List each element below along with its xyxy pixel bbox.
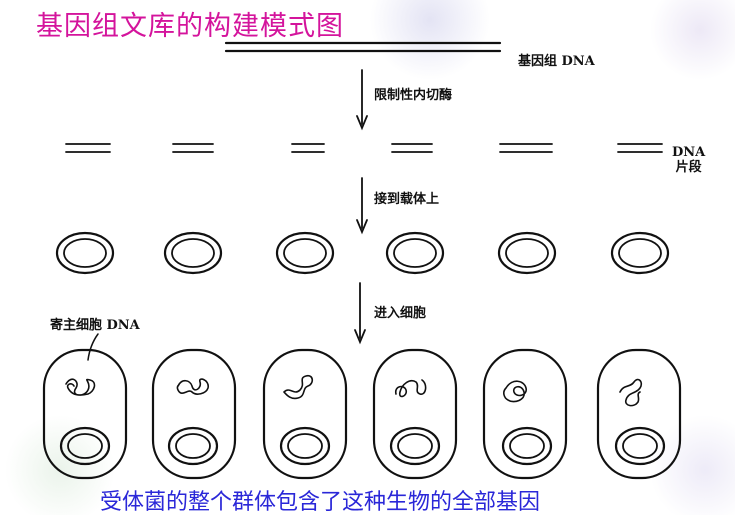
dna-fragment-label: DNA 片段: [672, 145, 705, 175]
page-title: 基因组文库的构建模式图: [36, 11, 344, 42]
dna-fragment: [617, 143, 663, 153]
attach-to-vector-label: 接到载体上: [374, 192, 440, 207]
arrow-enter-cell: [354, 282, 366, 345]
host-cell: [596, 348, 682, 480]
dna-fragment: [172, 143, 214, 153]
arrow-restriction: [356, 69, 368, 131]
vector-ring: [275, 231, 335, 275]
host-cell: [42, 348, 128, 480]
host-cell: [262, 348, 348, 480]
dna-fragment: [65, 143, 111, 153]
host-cell: [482, 348, 568, 480]
caption: 受体菌的整个群体包含了这种生物的全部基因: [100, 490, 541, 515]
dna-fragment: [291, 143, 325, 153]
dna-fragments: [65, 143, 663, 153]
dna-fragment-label-line2: 片段: [675, 160, 702, 175]
host-cells: [42, 348, 682, 480]
host-cell: [372, 348, 458, 480]
restriction-enzyme-label: 限制性内切酶: [374, 88, 453, 103]
host-cell-dna-label: 寄主细胞 DNA: [50, 318, 140, 333]
arrow-vector: [356, 177, 368, 235]
genomic-dna-label: 基因组 DNA: [518, 54, 595, 69]
dna-fragment: [499, 143, 553, 153]
host-cell: [151, 348, 237, 480]
genomic-dna-strand: [224, 41, 502, 53]
vector-ring: [55, 231, 115, 275]
enter-cell-label: 进入细胞: [374, 306, 427, 321]
vector-ring: [385, 231, 445, 275]
recombinant-vectors: [55, 231, 670, 275]
vector-ring: [163, 231, 223, 275]
vector-ring: [497, 231, 557, 275]
vector-ring: [610, 231, 670, 275]
dna-fragment-label-line1: DNA: [672, 145, 706, 160]
dna-fragment: [391, 143, 433, 153]
host-dna-pointer: [87, 333, 99, 361]
